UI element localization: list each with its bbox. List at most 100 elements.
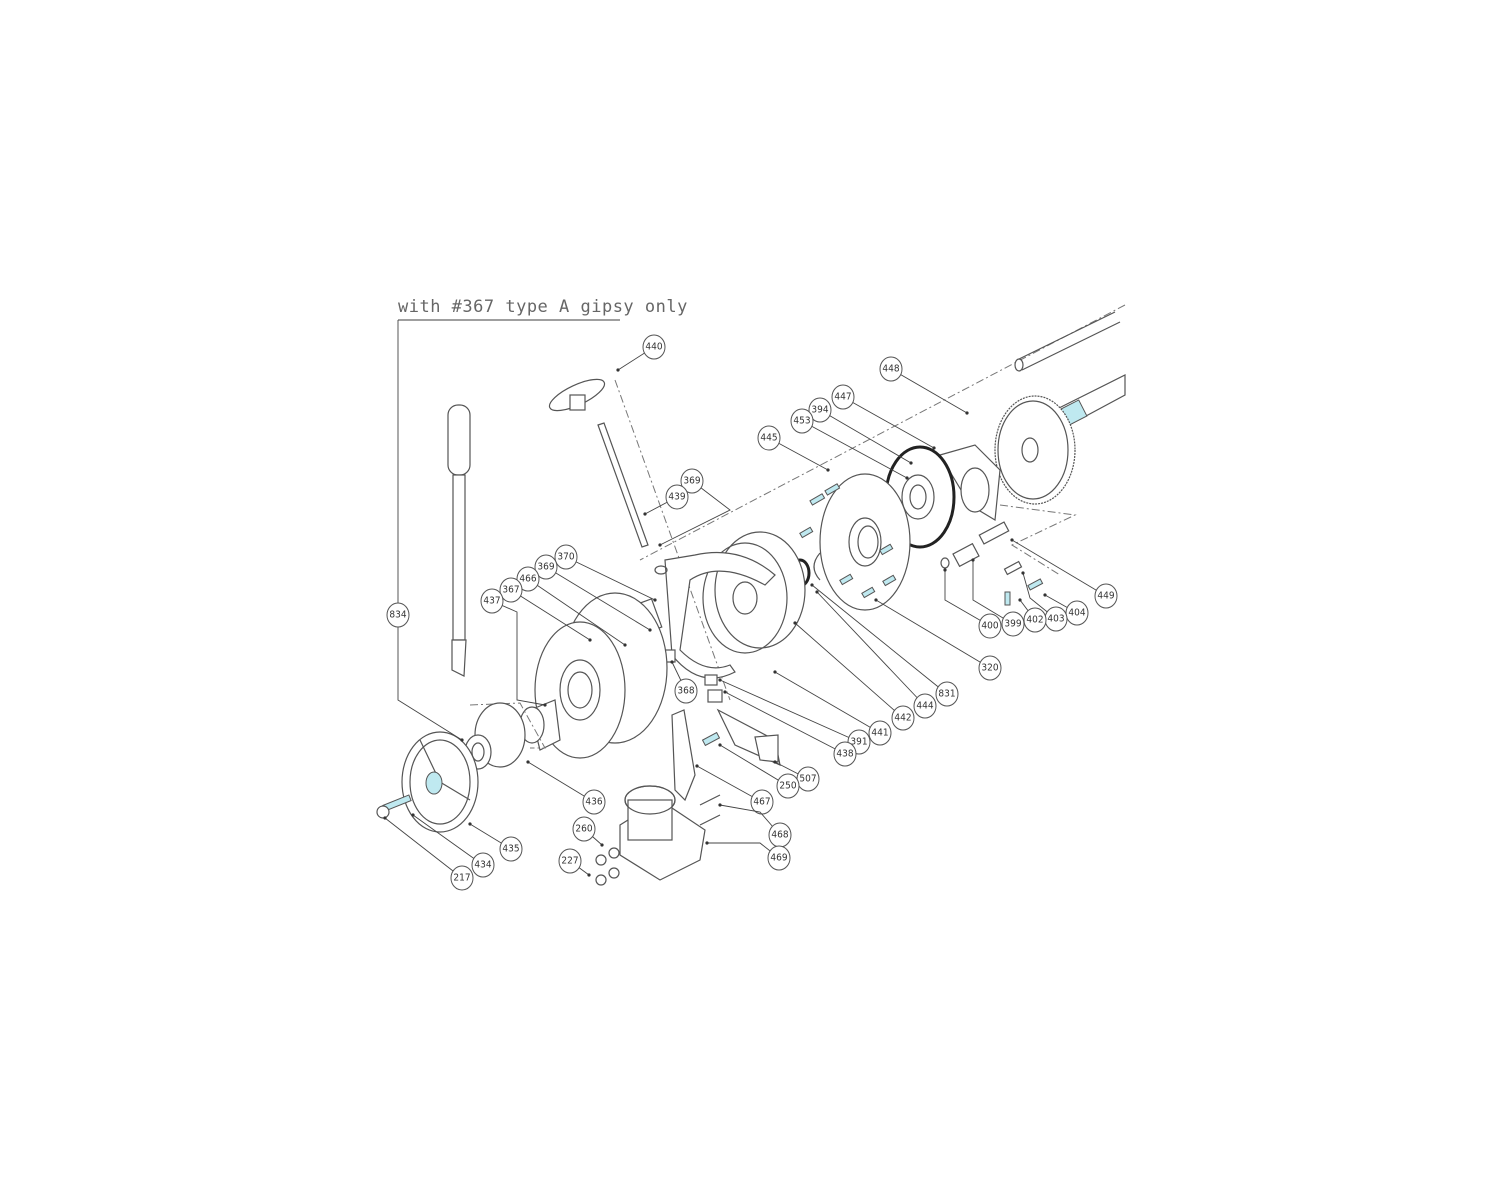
leader-line [774,671,881,734]
callout-227: 227 [558,848,591,877]
leader-dot [411,813,415,817]
cone-dash [469,702,546,749]
leader-line [842,396,935,449]
callout-440: 440 [616,334,666,372]
callout-438: 438 [723,690,857,767]
callout-bubble [554,544,578,570]
nuts-260-227 [595,847,620,886]
leader-dot [695,764,699,768]
callout-bubble [868,720,892,746]
callout-number: 449 [1097,591,1114,602]
callout-number: 391 [850,737,867,748]
callout-number: 438 [836,749,853,760]
callout-449: 449 [1010,538,1118,609]
callout-834: 834 [386,602,464,742]
leader-line [819,409,912,464]
leader-line [696,765,763,803]
bolt-250 [701,731,721,747]
leader-line [545,566,651,631]
callout-number: 260 [575,824,592,835]
callout-number: 468 [771,830,788,841]
leader-dot [943,568,947,572]
leader-dot [587,873,591,877]
callout-bubble [665,484,689,510]
callout-number: 402 [1026,615,1043,626]
callout-number: 447 [834,392,851,403]
callout-467: 467 [695,764,774,815]
leader-line [816,591,926,707]
callout-469: 469 [705,841,791,871]
leader-dot [810,583,814,587]
callout-bubble [767,845,791,871]
leader-dot [468,822,472,826]
parts [376,311,1126,886]
leader-dot [653,598,657,602]
leader-line [801,420,908,479]
callout-bubble [480,588,504,614]
leader-dot [623,643,627,647]
pin-449 [978,521,1010,545]
callout-bubble [642,334,666,360]
callout-number: 469 [770,853,787,864]
callout-number: 442 [894,713,911,724]
callout-number: 466 [519,574,536,585]
callout-number: 400 [981,621,998,632]
leader-dot [965,411,969,415]
leader-line [412,814,484,866]
callout-number: 507 [799,774,816,785]
leader-dot [648,628,652,632]
callout-507: 507 [773,760,820,792]
leader-dot [905,476,909,480]
callout-831: 831 [810,583,959,707]
callout-bubble [499,836,523,862]
leader-dot [793,621,797,625]
callout-number: 367 [502,585,519,596]
bolt-217 [376,794,412,819]
callout-bubble [913,693,937,719]
lever-834 [447,404,471,677]
callouts: 4404484473944534453694393703694663674378… [383,334,1118,891]
callout-bubble [935,681,959,707]
leader-dot [718,678,722,682]
callout-369: 369 [658,468,731,547]
callout-442: 442 [793,621,915,731]
centre-lines [614,304,1126,701]
leader-line [397,615,463,741]
shaft [1014,311,1121,372]
leader-line [890,368,968,414]
callout-number: 217 [453,873,470,884]
callout-435: 435 [468,822,523,862]
pawl-467 [671,709,696,802]
cover-bolts [799,483,897,599]
callout-number: 434 [474,860,491,871]
callout-number: 445 [760,433,777,444]
leader-dot [658,543,662,547]
half-ring-320 [813,552,821,581]
callout-367: 367 [499,577,592,642]
leader-dot [815,590,819,594]
callout-number: 399 [1004,619,1021,630]
leader-line [794,622,904,719]
leader-line [875,599,991,669]
drum-442 [702,531,806,654]
washer [940,557,950,569]
callout-bubble [790,408,814,434]
callout-number: 320 [981,663,998,674]
callout-402: 402 [1018,598,1047,633]
callout-number: 467 [753,797,770,808]
leader-dot [460,738,464,742]
callout-bubble [534,554,558,580]
leader-line [527,578,626,646]
cover-plate-445 [819,473,911,611]
leader-line [724,691,846,755]
leader-dot [670,660,674,664]
callout-bubble [674,678,698,704]
callout-number: 369 [537,562,554,573]
callout-439: 439 [643,484,689,516]
callout-number: 368 [677,686,694,697]
spring-402 [1003,560,1023,576]
callout-370: 370 [554,544,657,602]
callout-bubble [978,655,1002,681]
shoe-507 [716,708,781,767]
